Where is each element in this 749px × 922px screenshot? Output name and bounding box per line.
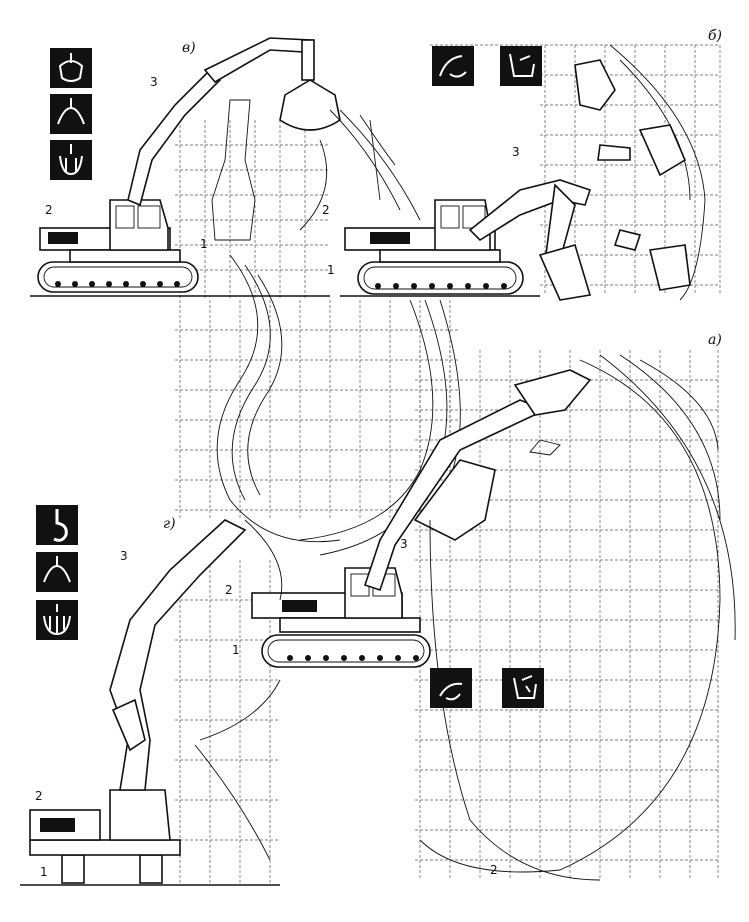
panel-v-label: в)	[182, 40, 196, 56]
backhoe-bucket-icon	[432, 46, 474, 86]
middle-arcs	[216, 254, 461, 556]
callout-1-tl: 1	[200, 237, 208, 251]
callout-2-bl: 2	[35, 789, 43, 803]
hook-icon	[36, 505, 78, 545]
callout-3-bl: 3	[120, 549, 128, 563]
excavator-bottom-right	[251, 354, 736, 881]
callout-2-br: 2	[225, 583, 233, 597]
loading-bucket-icon	[500, 46, 542, 86]
callout-1-br: 1	[232, 643, 240, 657]
panel-a-label: а)	[708, 332, 722, 348]
grab-tines-icon	[36, 600, 78, 640]
callout-2-tl: 2	[45, 203, 53, 217]
grab-open-icon	[50, 94, 92, 134]
excavator-bottom-left	[20, 519, 283, 886]
grab-closed-icon	[50, 140, 92, 180]
callout-3-tl: 3	[150, 75, 158, 89]
callout-2-tr: 2	[322, 203, 330, 217]
panel-b-label: б)	[708, 28, 722, 44]
grid-bottom-right	[415, 350, 720, 880]
excavator-top-left	[30, 37, 421, 297]
panel-g-label: г)	[163, 516, 176, 532]
bucket-dumping-icon	[502, 668, 544, 708]
grid-middle	[175, 300, 460, 520]
bucket-digging-icon	[430, 668, 472, 708]
callout-2-br-arc: 2	[490, 863, 498, 877]
grid-bottom-left	[175, 560, 280, 885]
callout-3-tr: 3	[512, 145, 520, 159]
callout-1-tr: 1	[327, 263, 335, 277]
grab-open-icon-2	[36, 552, 78, 592]
callout-1-bl: 1	[40, 865, 48, 879]
excavator-top-right	[340, 44, 706, 301]
clamshell-bucket-icon	[50, 48, 92, 88]
callout-3-br: 3	[400, 537, 408, 551]
